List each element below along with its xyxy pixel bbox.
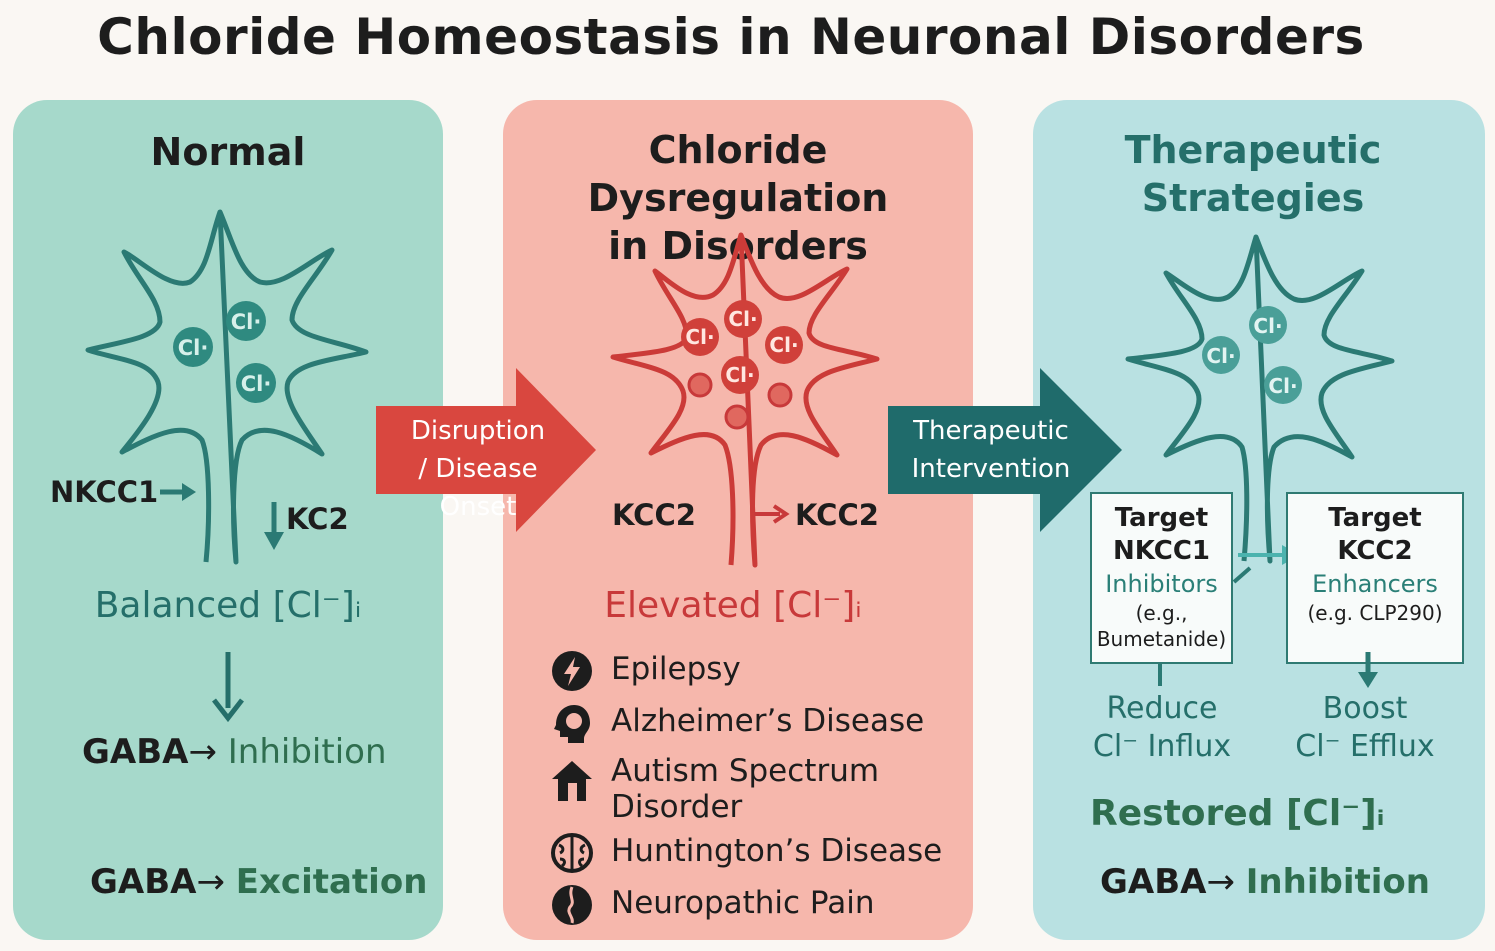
box-line: Bumetanide) <box>1096 627 1227 651</box>
chloride-ion-label: Cl· <box>685 325 714 349</box>
chloride-ion <box>765 326 803 364</box>
kcc2-arrow-icon <box>754 504 790 524</box>
chloride-ion <box>226 301 266 341</box>
chloride-dot <box>687 372 713 398</box>
dysregulation-title-line1: Chloride Dysregulation <box>587 128 889 220</box>
chloride-ion <box>173 327 213 367</box>
nkcc1-label: NKCC1 <box>50 475 159 509</box>
intervention-line1: Therapeutic <box>913 416 1069 446</box>
disorder-label: Autism Spectrum <box>611 753 880 789</box>
head-icon <box>554 705 590 743</box>
disorder-label: Huntington’s Disease <box>611 833 943 869</box>
neuron-outline <box>1125 234 1395 564</box>
intervention-label: Therapeutic Intervention <box>896 412 1086 488</box>
therapeutic-title-line1: Therapeutic <box>1124 128 1382 172</box>
disorder-label: Alzheimer’s Disease <box>611 703 925 739</box>
normal-panel <box>13 100 443 940</box>
chloride-ion-label: Cl· <box>178 336 209 360</box>
disorder-label: Neuropathic Pain <box>611 885 875 921</box>
reduce-line2: Cl⁻ Influx <box>1092 729 1232 764</box>
disruption-line2: / Disease Onset <box>418 454 538 522</box>
dysregulation-title: Chloride Dysregulation in Disorders <box>503 126 973 270</box>
box-line: NKCC1 <box>1113 536 1210 566</box>
chloride-ion <box>1264 366 1302 404</box>
inhibition-label: Inhibition <box>227 732 387 772</box>
boost-line2: Cl⁻ Efflux <box>1295 729 1435 764</box>
nerve-icon <box>552 885 592 925</box>
chloride-dot <box>767 382 793 408</box>
boost-down-arrow-icon <box>1358 652 1378 688</box>
box-line: Inhibitors <box>1105 570 1218 598</box>
arrow-glyph: → <box>188 732 217 772</box>
kcc2-label: KC2 <box>286 502 349 536</box>
therapeutic-intervention-arrow <box>888 368 1122 532</box>
gaba-label: GABA <box>90 862 197 902</box>
restored-chloride-label: Restored [Cl⁻]ᵢ <box>1090 793 1385 834</box>
therapeutic-title: Therapeutic Strategies <box>1033 126 1473 222</box>
therapeutic-neuron-diagram: Cl· Cl· Cl· <box>1125 234 1395 564</box>
disorder-label-line2: Disorder <box>611 789 743 825</box>
therapeutic-title-line2: Strategies <box>1141 176 1365 220</box>
page-title: Chloride Homeostasis in Neuronal Disorde… <box>97 8 1365 66</box>
elevated-chloride-label: Elevated [Cl⁻]ᵢ <box>604 585 862 626</box>
box-line: Enhancers <box>1312 570 1438 598</box>
down-arrow-icon <box>212 652 244 723</box>
balanced-chloride-label: Balanced [Cl⁻]ᵢ <box>94 585 362 626</box>
house-icon <box>552 761 592 801</box>
box-line: (e.g. CLP290) <box>1307 601 1443 625</box>
disruption-label: Disruption / Disease Onset <box>378 412 578 526</box>
disorder-label: Epilepsy <box>611 651 741 687</box>
chloride-ion <box>724 300 762 338</box>
box-line: Target <box>1328 503 1422 533</box>
gaba-label: GABA <box>82 732 189 772</box>
excitation-label: Excitation <box>235 862 428 902</box>
kcc2-left-label: KCC2 <box>612 498 696 532</box>
kcc2-down-arrow-icon <box>264 502 284 550</box>
chloride-ion <box>721 356 759 394</box>
chloride-ion-label: Cl· <box>728 307 757 331</box>
neuron-outline <box>610 232 880 568</box>
target-kcc2-box: Target KCC2 Enhancers (e.g. CLP290) <box>1286 492 1464 664</box>
dysregulation-neuron-diagram: Cl· Cl· Cl· Cl· <box>610 232 880 568</box>
chloride-ion-label: Cl· <box>1253 314 1282 338</box>
gaba-excitation-row: GABA→ Excitation <box>90 860 427 904</box>
box-line: Target <box>1114 503 1209 533</box>
chloride-ion-label: Cl· <box>241 372 272 396</box>
nkcc1-arrow-icon <box>160 483 196 501</box>
disruption-arrow <box>376 368 596 532</box>
box-line: KCC2 <box>1337 536 1413 566</box>
chloride-ion <box>1249 306 1287 344</box>
reduce-influx-label: Reduce Cl⁻ Influx <box>1078 690 1246 766</box>
neuron-outline <box>85 209 369 565</box>
boost-efflux-label: Boost Cl⁻ Efflux <box>1282 690 1448 766</box>
chloride-ion-label: Cl· <box>769 333 798 357</box>
chloride-ion-label: Cl· <box>231 310 262 334</box>
gaba-label: GABA <box>1100 862 1207 902</box>
chloride-dot <box>724 404 750 430</box>
chloride-ion-label: Cl· <box>1268 374 1297 398</box>
arrow-glyph: → <box>196 862 225 902</box>
chloride-ion-label: Cl· <box>725 363 754 387</box>
intervention-line2: Intervention <box>911 454 1071 484</box>
normal-title: Normal <box>150 130 306 174</box>
disruption-line1: Disruption <box>410 416 546 446</box>
gaba-inhibition-restored-row: GABA→ Inhibition <box>1100 860 1430 904</box>
chloride-ion <box>1202 336 1240 374</box>
arrow-glyph: → <box>1206 862 1235 902</box>
boost-line1: Boost <box>1322 691 1408 726</box>
inhibition-label: Inhibition <box>1245 862 1430 902</box>
kcc2-right-label: KCC2 <box>795 498 879 532</box>
reduce-line1: Reduce <box>1106 691 1218 726</box>
target-nkcc1-box: Target NKCC1 Inhibitors (e.g., Bumetanid… <box>1090 492 1233 664</box>
chloride-ion-label: Cl· <box>1206 344 1235 368</box>
chloride-ion <box>236 363 276 403</box>
gaba-inhibition-row: GABA→ Inhibition <box>82 730 387 774</box>
box-line: (e.g., <box>1135 601 1188 625</box>
lightning-icon <box>552 651 592 691</box>
brain-icon <box>551 833 593 873</box>
chloride-ion <box>681 318 719 356</box>
normal-neuron-diagram: Cl· Cl· Cl· <box>85 209 369 565</box>
